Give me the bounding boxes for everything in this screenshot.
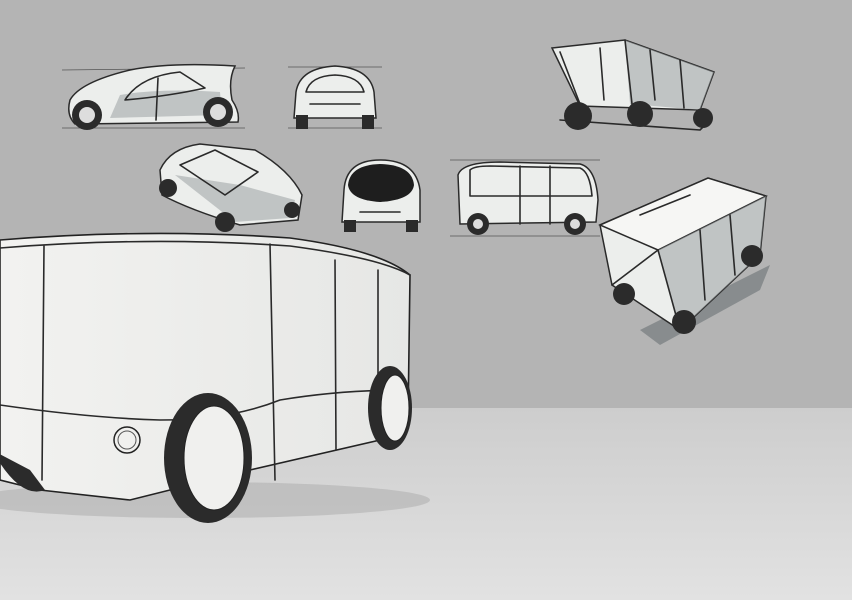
pod-rear-view xyxy=(341,159,421,232)
shuttle-side-view xyxy=(450,159,600,237)
sedan-side-view xyxy=(61,63,246,130)
van-perspective-bottom-right xyxy=(598,177,770,345)
pod-front-view xyxy=(288,65,382,129)
shuttle-3d-render xyxy=(0,232,430,523)
pod-three-quarter-view xyxy=(159,143,303,232)
van-perspective-top-right xyxy=(550,39,715,131)
